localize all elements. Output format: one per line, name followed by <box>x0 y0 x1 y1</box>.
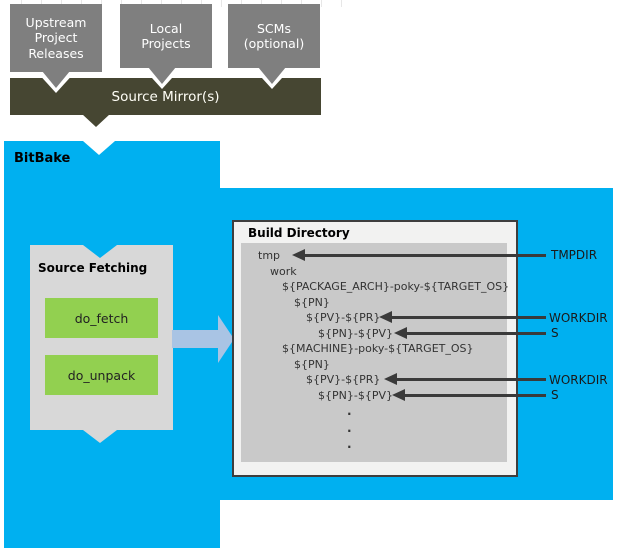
pointer-line <box>303 254 546 257</box>
notch-icon <box>83 245 117 258</box>
callout-tail-icon <box>42 71 70 88</box>
arrow-left-icon <box>392 389 405 401</box>
background-grid <box>2 0 346 7</box>
pointer-line <box>403 394 546 397</box>
tree-ellipsis-dot: . <box>347 404 352 418</box>
callout-tail-icon <box>148 67 176 84</box>
tree-item-machine: ${MACHINE}-poky-${TARGET_OS} <box>282 342 474 355</box>
source-box-label: Local Projects <box>141 20 191 52</box>
tree-item-pn-pv: ${PN}-${PV} <box>318 326 393 340</box>
pointer-label-s: S <box>551 326 559 340</box>
tree-ellipsis-dot: . <box>347 437 352 451</box>
pointer-line <box>390 316 546 319</box>
source-box-label: Upstream Project Releases <box>25 14 87 61</box>
tree-item-pn-pv: ${PN}-${PV} <box>318 388 393 402</box>
pointer-line <box>395 378 546 381</box>
callout-tail-icon <box>82 114 110 127</box>
task-label: do_unpack <box>67 367 136 383</box>
callout-tail-icon <box>258 67 286 84</box>
pointer-label-workdir: WORKDIR <box>549 311 608 325</box>
tree-item-pn: ${PN} <box>294 295 330 309</box>
bitbake-label: BitBake <box>14 151 71 166</box>
arrow-left-icon <box>394 327 407 339</box>
arrow-left-icon <box>384 373 397 385</box>
tree-item-pv-pr: ${PV}-${PR} <box>306 311 381 324</box>
directory-tree-panel: tmp work ${PACKAGE_ARCH}-poky-${TARGET_O… <box>241 243 510 462</box>
source-box-label: SCMs (optional) <box>243 20 305 52</box>
pointer-label-workdir: WORKDIR <box>549 373 608 387</box>
pointer-label-s: S <box>551 388 559 402</box>
tree-item-package-arch: ${PACKAGE_ARCH}-poky-${TARGET_OS} <box>282 280 510 293</box>
flow-arrow-right-icon <box>172 315 234 363</box>
task-do-fetch: do_fetch <box>45 298 158 338</box>
notch-icon <box>83 141 115 155</box>
build-directory-title: Build Directory <box>248 226 350 240</box>
tree-item-pn: ${PN} <box>294 357 330 371</box>
pointer-label-tmpdir: TMPDIR <box>551 248 598 262</box>
tree-item-tmp: tmp <box>258 249 281 262</box>
source-fetching-title: Source Fetching <box>38 261 148 275</box>
callout-tail-icon <box>83 430 117 443</box>
task-label: do_fetch <box>74 310 129 326</box>
source-box-scms: SCMs (optional) <box>228 4 320 68</box>
arrow-left-icon <box>379 311 392 323</box>
task-do-unpack: do_unpack <box>45 355 158 395</box>
source-box-local-projects: Local Projects <box>120 4 212 68</box>
arrow-left-icon <box>292 249 305 261</box>
pointer-line <box>405 332 546 335</box>
source-mirror-label: Source Mirror(s) <box>111 88 220 105</box>
tree-item-work: work <box>270 264 297 278</box>
tree-item-pv-pr: ${PV}-${PR} <box>306 373 381 386</box>
source-box-upstream-releases: Upstream Project Releases <box>10 4 102 72</box>
tree-ellipsis-dot: . <box>347 420 352 435</box>
